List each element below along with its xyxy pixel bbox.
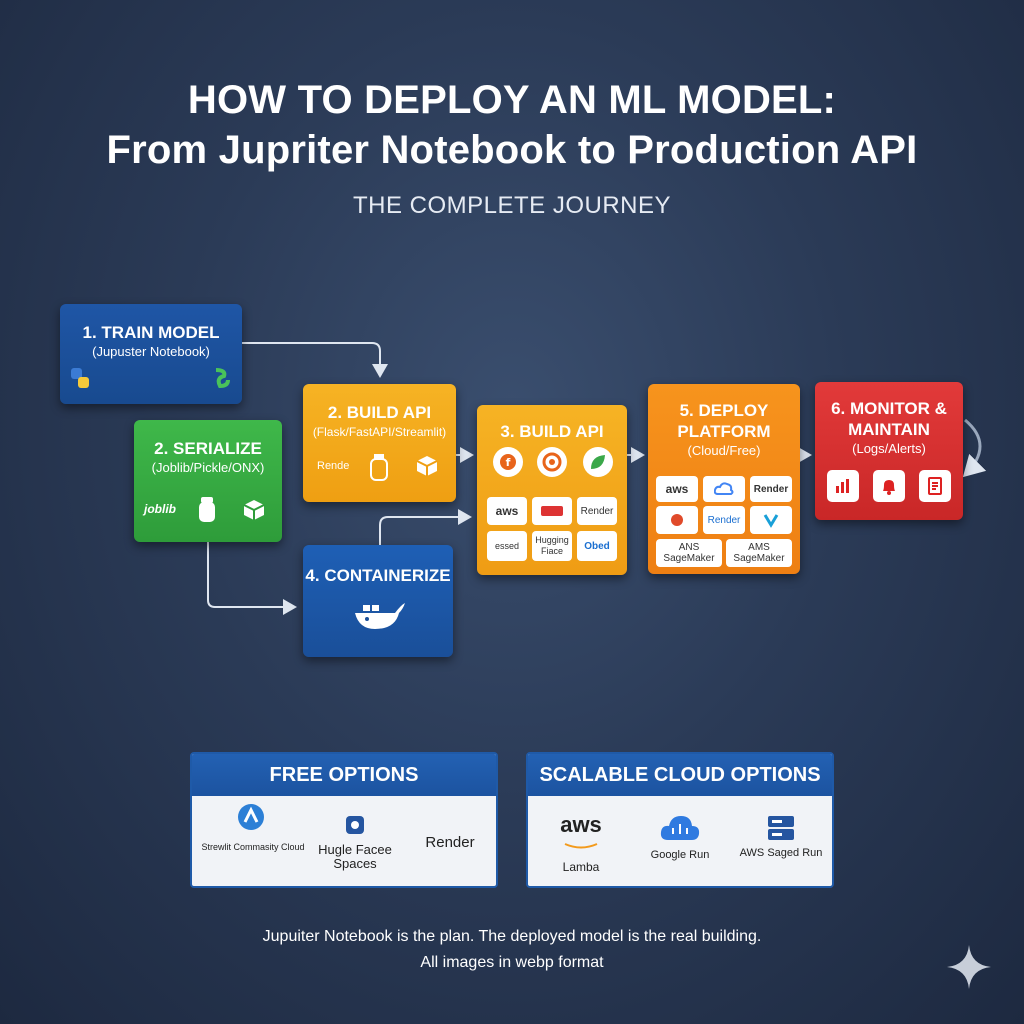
step-build-api-2-title: 2. BUILD API: [327, 403, 432, 422]
free-options-panel: FREE OPTIONS Strewlit Commasity Cloud Hu…: [190, 752, 498, 888]
step-serialize-sub: (Joblib/Pickle/ONX): [151, 460, 265, 475]
arrow-serialize-to-containerize: [207, 542, 297, 615]
hugging-face-option: Hugle Facee Spaces: [310, 812, 400, 871]
docker-whale-icon: [355, 603, 405, 629]
server-icon: [768, 816, 794, 840]
arrow-monitor-loop: [962, 418, 987, 478]
aws-smile-icon: [564, 843, 598, 849]
footer-quote: Jupuiter Notebook is the plan. The deplo…: [262, 928, 762, 945]
ams-sagemaker-logo: AMS SageMaker: [726, 539, 792, 567]
lambda-option: aws Lamba: [546, 812, 616, 875]
step-train-title: 1. TRAIN MODEL: [82, 323, 220, 342]
ans-sagemaker-logo: ANS SageMaker: [656, 539, 722, 567]
python-icon: [71, 368, 89, 388]
step-serialize: 2. SERIALIZE (Joblib/Pickle/ONX) joblib: [134, 420, 282, 542]
streamlit-icon: [238, 804, 264, 830]
red-brand-logo: [532, 497, 572, 525]
title-line-2: From Jupriter Notebook to Production API: [106, 128, 918, 172]
step-monitor-title-1: 6. MONITOR &: [831, 399, 947, 418]
deploy-render-logo-2: Render: [703, 506, 745, 534]
python-green-icon: [215, 368, 230, 389]
step-train-sub: (Jupuster Notebook): [92, 344, 210, 359]
lambda-label: Lamba: [562, 860, 600, 874]
streamlit-label: Strewlit Commasity Cloud: [201, 842, 305, 852]
step-deploy-title-1: 5. DEPLOY: [679, 401, 769, 420]
target-logo-icon: [537, 447, 567, 477]
arrow-containerize-to-build: [379, 509, 472, 545]
cube-icon: [243, 500, 265, 520]
arrow-train-to-build: [242, 342, 388, 378]
chart-icon: [827, 470, 859, 502]
bell-icon: [873, 470, 905, 502]
step-monitor-maintain: 6. MONITOR & MAINTAIN (Logs/Alerts): [815, 382, 963, 520]
step-containerize-title: 4. CONTAINERIZE: [305, 566, 451, 585]
cloud-options-title: SCALABLE CLOUD OPTIONS: [528, 754, 832, 796]
azure-logo: [750, 506, 792, 534]
deploy-aws-logo: aws: [656, 476, 698, 502]
box-icon: [416, 456, 438, 476]
hugging-face-logo: Hugging Fiace: [532, 531, 572, 561]
google-run-label: Google Run: [650, 849, 710, 861]
step-build-api-2: 2. BUILD API (Flask/FastAPI/Streamlit) R…: [303, 384, 456, 502]
title-line-1: HOW TO DEPLOY AN ML MODEL:: [187, 78, 837, 122]
render-logo: Render: [577, 497, 617, 525]
step-build-api-3-title: 3. BUILD API: [500, 422, 604, 441]
aws-logo: aws: [487, 497, 527, 525]
jar-icon: [199, 497, 215, 522]
footer-note: All images in webp format: [420, 954, 604, 971]
google-cloud-logo: [703, 476, 745, 502]
cloud-icon: [660, 816, 700, 840]
step-serialize-title: 2. SERIALIZE: [154, 439, 262, 458]
log-icon: [919, 470, 951, 502]
step-build-api-2-sub: (Flask/FastAPI/Streamlit): [312, 425, 447, 439]
render-label: Rende: [317, 460, 350, 472]
aws-saged-run-option: AWS Saged Run: [732, 814, 830, 859]
aws-saged-run-label: AWS Saged Run: [739, 847, 823, 859]
free-options-title: FREE OPTIONS: [192, 754, 496, 796]
joblib-label: joblib: [144, 502, 176, 516]
render-option-label: Render: [425, 834, 475, 851]
red-platform-logo: [656, 506, 698, 534]
step-train-model: 1. TRAIN MODEL (Jupuster Notebook): [60, 304, 242, 404]
leaf-logo-icon: [583, 447, 613, 477]
step-monitor-sub: (Logs/Alerts): [852, 441, 926, 456]
svg-text:f: f: [506, 456, 511, 469]
step-deploy-sub: (Cloud/Free): [687, 443, 761, 458]
subtitle: THE COMPLETE JOURNEY: [352, 192, 672, 219]
essed-logo: essed: [487, 531, 527, 561]
google-run-option: Google Run: [638, 812, 722, 861]
step-deploy-title-2: PLATFORM: [677, 422, 771, 441]
streamlit-option: Strewlit Commasity Cloud: [198, 804, 308, 852]
step-build-api-3: 3. BUILD API f aws Render essed Hugging …: [477, 405, 627, 575]
deploy-render-logo-1: Render: [750, 476, 792, 502]
sparkle-icon: [947, 945, 991, 989]
step-monitor-title-2: MAINTAIN: [848, 420, 930, 439]
aws-logo-large: aws: [560, 812, 602, 837]
scalable-cloud-options-panel: SCALABLE CLOUD OPTIONS aws Lamba Google …: [526, 752, 834, 888]
framework-logo-icon: f: [493, 447, 523, 477]
step-deploy-platform: 5. DEPLOY PLATFORM (Cloud/Free) aws Rend…: [648, 384, 800, 574]
obed-logo: Obed: [577, 531, 617, 561]
hugging-face-icon: [346, 816, 364, 834]
hugging-face-label: Hugle Facee Spaces: [318, 842, 392, 871]
bottle-icon: [370, 454, 388, 481]
step-containerize: 4. CONTAINERIZE: [303, 545, 453, 657]
